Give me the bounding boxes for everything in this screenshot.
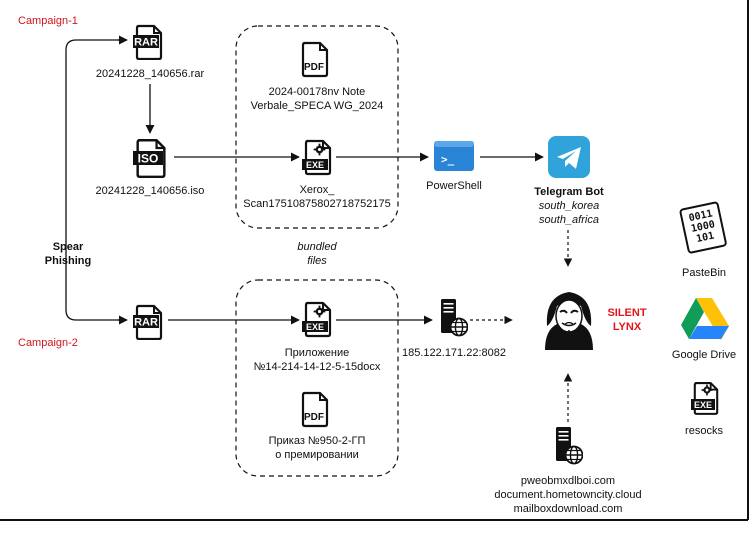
google-drive-label: Google Drive (671, 349, 737, 361)
spear-phishing-label: Spear Phishing (30, 240, 106, 268)
filename-line: 2024-00178nv Note (268, 86, 366, 98)
exe-file-icon: EXE (302, 301, 332, 338)
filename-line: Xerox_ (299, 184, 335, 196)
filename-line: Приказ №950-2-ГП (268, 435, 366, 447)
actor-name-line: SILENT (607, 307, 647, 319)
pastebin-label: PasteBin (681, 267, 727, 279)
server-icon (555, 426, 583, 465)
bundled-files-label: bundled files (277, 240, 357, 268)
campaign2-label: Campaign-2 (18, 337, 78, 349)
domain-line: document.hometowncity.cloud (494, 489, 642, 501)
silent-lynx-label: SILENT LYNX (600, 306, 654, 334)
svg-text:PDF: PDF (304, 412, 324, 423)
telegram-icon (548, 136, 590, 178)
spear-phishing-bracket (65, 39, 120, 321)
rar-archive-icon: RAR (133, 304, 163, 340)
pdf-document-icon: PDF (301, 41, 329, 78)
domain-line: mailboxdownload.com (513, 503, 623, 515)
pdf2-filename: Приказ №950-2-ГП о премировании (242, 434, 392, 462)
svg-text:101: 101 (695, 231, 715, 246)
iso-image-icon: ISO (133, 138, 166, 178)
filename-line: Приложение (284, 347, 350, 359)
google-drive-icon (681, 298, 729, 340)
svg-text:RAR: RAR (134, 317, 158, 329)
bundle-group-campaign2 (235, 279, 399, 477)
powershell-icon: >_ (434, 141, 474, 171)
pdf1-filename: 2024-00178nv Note Verbale_SPECA WG_2024 (242, 85, 392, 113)
svg-text:EXE: EXE (306, 322, 324, 332)
domain-line: pweobmxdlboi.com (520, 475, 616, 487)
bundle-group-campaign1 (235, 25, 399, 229)
hacker-actor-icon (545, 292, 593, 350)
filename-line: о премировании (275, 449, 359, 461)
svg-text:ISO: ISO (138, 152, 159, 166)
svg-text:RAR: RAR (134, 37, 158, 49)
exe1-filename: Xerox_ Scan17510875802718752175 (242, 183, 392, 211)
actor-name-line: LYNX (612, 321, 642, 333)
exe2-filename: Приложение №14-214-14-12-5-15docx (242, 346, 392, 374)
resocks-label: resocks (685, 425, 723, 437)
c2-domains-label: pweobmxdlboi.com document.hometowncity.c… (488, 474, 648, 516)
telegram-bot-label: Telegram Bot south_korea south_africa (509, 185, 629, 227)
svg-text:PDF: PDF (304, 62, 324, 73)
bundled-label-line: files (307, 255, 327, 267)
telegram-line: south_korea (538, 200, 600, 212)
resocks-exe-icon: EXE (691, 381, 719, 415)
telegram-line: south_africa (539, 214, 599, 226)
spear-label-line: Phishing (44, 255, 92, 267)
server-ip-label: 185.122.171.22:8082 (402, 347, 506, 359)
rar-archive-icon: RAR (133, 24, 163, 60)
svg-text:0011: 0011 (688, 208, 714, 224)
filename-line: Scan17510875802718752175 (243, 198, 391, 210)
spear-label-line: Spear (52, 241, 84, 253)
bundled-label-line: bundled (297, 241, 337, 253)
filename-line: Verbale_SPECA WG_2024 (250, 100, 384, 112)
powershell-label: PowerShell (426, 180, 482, 192)
telegram-title: Telegram Bot (534, 186, 604, 198)
server-icon (440, 298, 468, 337)
svg-text:EXE: EXE (694, 400, 712, 410)
pastebin-icon: 0011 1000 101 (679, 201, 727, 254)
iso-filename: 20241228_140656.iso (95, 185, 205, 197)
pdf-document-icon: PDF (301, 391, 329, 428)
campaign1-label: Campaign-1 (18, 15, 78, 27)
svg-text:1000: 1000 (690, 219, 716, 235)
svg-text:>_: >_ (441, 153, 455, 166)
svg-text:EXE: EXE (306, 160, 324, 170)
filename-line: №14-214-14-12-5-15docx (253, 361, 381, 373)
exe-file-icon: EXE (302, 139, 332, 176)
rar-filename: 20241228_140656.rar (95, 68, 205, 80)
